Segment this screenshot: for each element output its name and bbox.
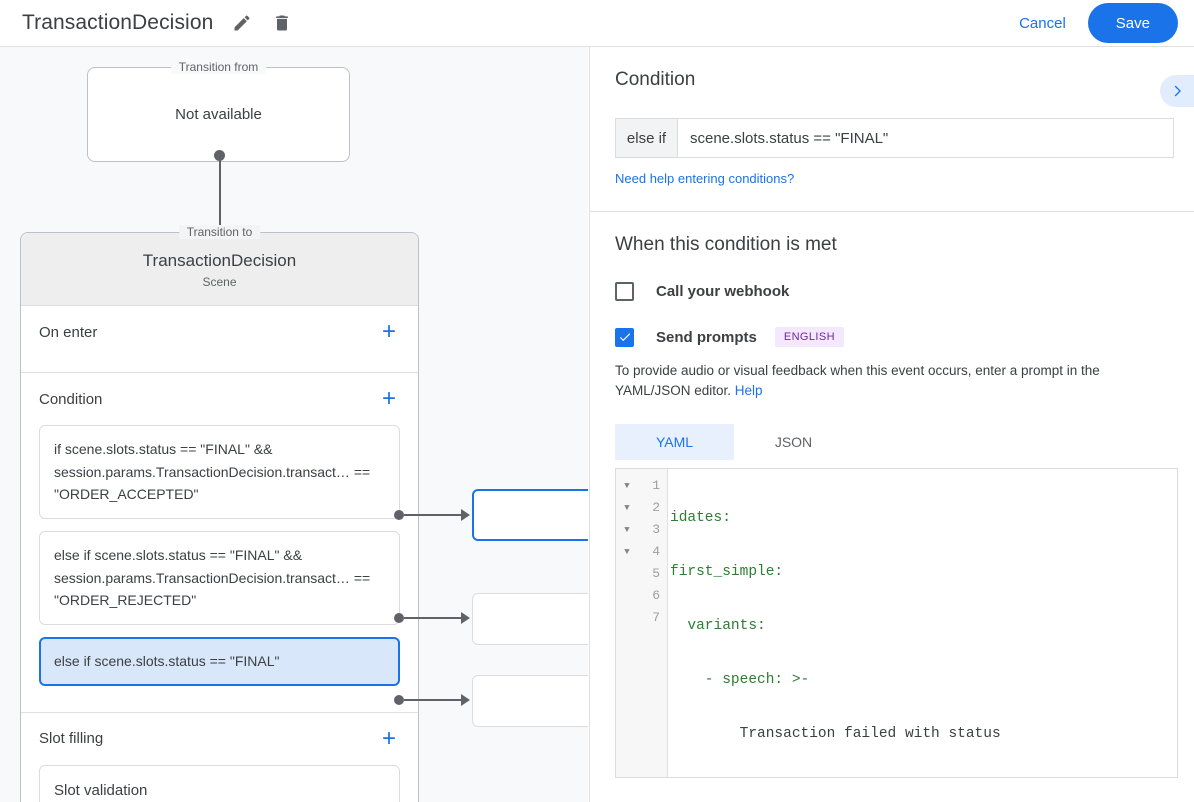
toolbar-actions: Cancel Save <box>1005 3 1194 43</box>
send-prompts-label: Send prompts <box>656 328 757 346</box>
transition-from-card[interactable]: Transition from Not available <box>87 60 350 162</box>
line-number: 2 <box>652 500 660 515</box>
add-on-enter-button[interactable]: + <box>378 318 400 346</box>
app-toolbar: TransactionDecision Cancel Save <box>0 0 1194 47</box>
code-line: Transaction failed with status <box>670 725 1001 742</box>
gutter-row: 5 <box>616 563 667 585</box>
page-title: TransactionDecision <box>22 11 214 34</box>
scene-card: Transition to TransactionDecision Scene … <box>20 225 419 802</box>
code-line: - speech: >- <box>670 671 810 688</box>
condition-connector-line-0 <box>404 514 462 516</box>
cancel-button[interactable]: Cancel <box>1005 7 1080 40</box>
webhook-row: Call your webhook <box>615 282 1194 301</box>
slot-filling-item-0[interactable]: Slot validation <box>39 764 400 802</box>
condition-heading: Condition <box>615 69 696 90</box>
section-title-condition: Condition <box>39 390 103 408</box>
add-slot-filling-button[interactable]: + <box>378 725 400 753</box>
scene-name: TransactionDecision <box>142 251 297 270</box>
fold-toggle-icon[interactable]: ▼ <box>624 524 630 535</box>
tab-json[interactable]: JSON <box>734 424 853 460</box>
transition-from-value: Not available <box>175 106 262 123</box>
code-line: first_simple: <box>670 563 784 580</box>
check-icon <box>619 333 630 342</box>
scene-graph-canvas[interactable]: Transition from Not available Transition… <box>0 47 588 802</box>
condition-expression-input[interactable] <box>678 119 1173 157</box>
gutter-row: ▼4 <box>616 541 667 563</box>
condition-connector-dot-2 <box>394 695 404 705</box>
condition-connector-dot-0 <box>394 510 404 520</box>
fold-toggle-icon[interactable]: ▼ <box>624 502 630 513</box>
condition-connector-line-2 <box>404 699 462 701</box>
gutter-row: ▼2 <box>616 497 667 519</box>
line-number: 5 <box>652 566 660 581</box>
scene-card-header[interactable]: Transition to TransactionDecision Scene <box>21 225 418 305</box>
condition-connector-dot-1 <box>394 613 404 623</box>
section-title-slot-filling: Slot filling <box>39 730 104 748</box>
line-number: 6 <box>652 588 660 603</box>
pencil-icon[interactable] <box>229 10 255 36</box>
prompt-description: To provide audio or visual feedback when… <box>615 361 1169 402</box>
chevron-right-icon[interactable] <box>1160 75 1194 107</box>
add-condition-button[interactable]: + <box>378 385 400 413</box>
condition-prefix-label: else if <box>616 119 678 157</box>
language-badge: ENGLISH <box>774 327 844 347</box>
condition-details-panel: Condition else if Need help entering con… <box>589 47 1194 802</box>
condition-input-row: else if <box>615 118 1174 158</box>
gutter-row: 6 <box>616 585 667 607</box>
section-slot-filling: Slot filling + Slot validation <box>21 711 418 802</box>
send-prompts-checkbox[interactable] <box>615 327 634 347</box>
prompt-help-link[interactable]: Help <box>734 383 763 399</box>
line-number: 7 <box>652 610 660 625</box>
code-line: idates: <box>670 509 731 526</box>
call-webhook-checkbox[interactable] <box>615 282 634 301</box>
section-header-on-enter: On enter + <box>39 306 400 358</box>
condition-item-1[interactable]: else if scene.slots.status == "FINAL" &&… <box>39 531 400 626</box>
line-number: 1 <box>652 478 660 493</box>
condition-connector-arrow-2 <box>461 694 470 706</box>
condition-connector-arrow-1 <box>461 612 470 624</box>
transition-to-legend: Transition to <box>178 225 261 239</box>
fold-toggle-icon[interactable]: ▼ <box>624 546 630 557</box>
condition-connector-line-1 <box>404 617 462 619</box>
condition-section: Condition else if Need help entering con… <box>590 47 1194 212</box>
section-on-enter: On enter + <box>21 305 418 372</box>
tab-yaml[interactable]: YAML <box>615 423 734 460</box>
condition-target-box-1[interactable] <box>472 593 588 645</box>
section-header-condition: Condition + <box>39 373 400 425</box>
gutter-row: 7 <box>616 607 667 629</box>
condition-target-box-0[interactable] <box>472 489 588 541</box>
send-prompts-row: Send prompts ENGLISH <box>615 327 1194 347</box>
line-number: 3 <box>652 522 660 537</box>
editor-gutter: ▼1 ▼2 ▼3 ▼4 5 6 7 <box>616 468 668 777</box>
line-number: 4 <box>652 544 660 559</box>
section-condition: Condition + if scene.slots.status == "FI… <box>21 372 418 712</box>
when-condition-met-heading: When this condition is met <box>615 234 837 255</box>
gutter-row: ▼3 <box>616 519 667 541</box>
section-header-slot-filling: Slot filling + <box>39 713 400 765</box>
scene-type: Scene <box>202 275 237 289</box>
fold-toggle-icon[interactable]: ▼ <box>624 480 630 491</box>
panel-divider <box>590 211 1194 212</box>
save-button[interactable]: Save <box>1087 3 1178 43</box>
call-webhook-label: Call your webhook <box>656 283 790 300</box>
code-line: variants: <box>670 617 766 634</box>
editor-code-area[interactable]: idates: first_simple: variants: - speech… <box>668 469 1177 777</box>
prompt-description-text: To provide audio or visual feedback when… <box>615 363 1100 399</box>
when-condition-met-section: When this condition is met Call your web… <box>590 212 1194 778</box>
code-editor[interactable]: ▼1 ▼2 ▼3 ▼4 5 6 7 idates: first_simple: … <box>615 467 1178 778</box>
editor-tabs: YAML JSON <box>615 423 1194 460</box>
gutter-row: ▼1 <box>616 475 667 497</box>
graph-root: Transition from Not available Transition… <box>0 47 588 802</box>
condition-item-2[interactable]: else if scene.slots.status == "FINAL" <box>39 637 400 686</box>
transition-from-legend: Transition from <box>170 60 267 74</box>
condition-target-box-2[interactable] <box>472 675 588 727</box>
condition-help-link[interactable]: Need help entering conditions? <box>615 171 795 186</box>
condition-connector-arrow-0 <box>461 509 470 521</box>
trash-icon[interactable] <box>269 10 295 36</box>
condition-item-0[interactable]: if scene.slots.status == "FINAL" && sess… <box>39 425 400 520</box>
section-title-on-enter: On enter <box>39 323 98 341</box>
